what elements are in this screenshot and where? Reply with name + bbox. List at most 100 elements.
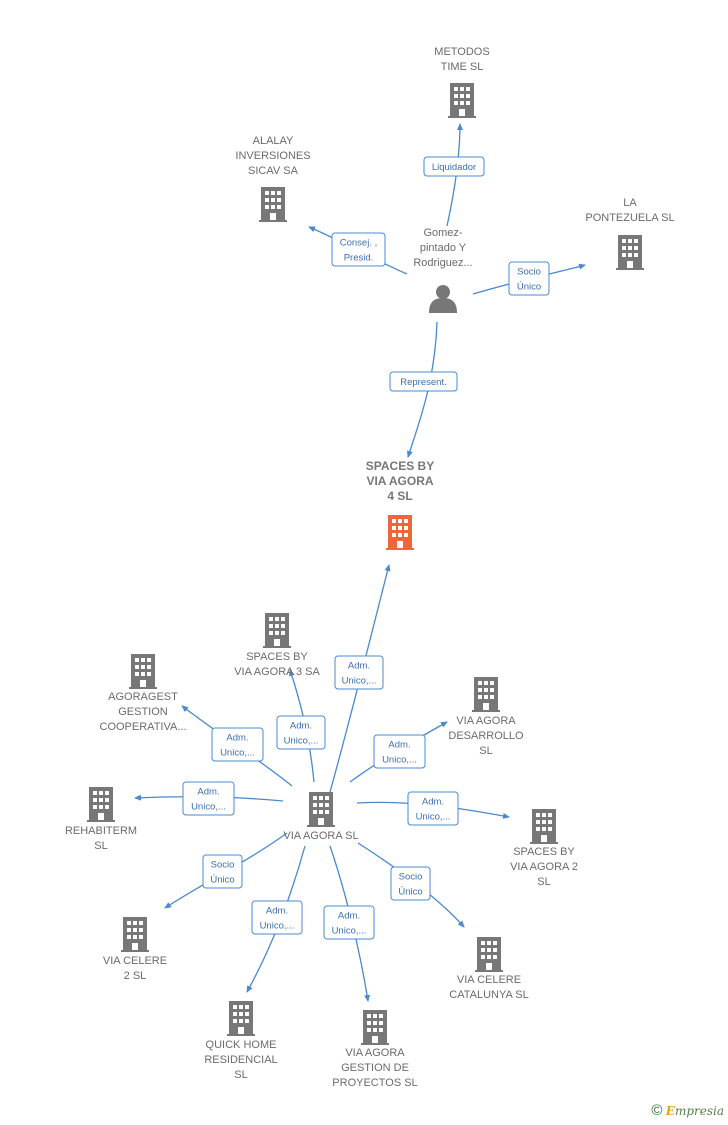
edge-label-line: Único [210, 875, 234, 886]
edge-represent [406, 321, 438, 458]
node-label-line: VIA AGORA SL [283, 830, 358, 842]
edge-label-adm_quickhome[interactable]: Adm.Unico,... [251, 900, 303, 935]
edge-label-line: Unico,... [332, 926, 367, 937]
building-icon [616, 235, 644, 270]
copyright-icon: © [651, 1102, 663, 1119]
node-label-line: SL [537, 876, 550, 888]
building-icon [263, 613, 291, 648]
node-sva2[interactable]: SPACES BY VIA AGORA 2 SL [510, 809, 578, 888]
node-label-line: GESTION DE [341, 1062, 409, 1074]
edge-label-line: Unico,... [191, 802, 226, 813]
edge-label-line: Unico,... [382, 755, 417, 766]
building-icon [87, 787, 115, 822]
edge-label-line: Socio [211, 860, 235, 871]
edge-label-adm_sva3[interactable]: Adm.Unico,... [276, 715, 326, 750]
edge-label-line: Adm. [348, 661, 370, 672]
edge-label-adm_main[interactable]: Adm. Unico,... [334, 655, 384, 690]
node-label-line: VIA CELERE [103, 955, 167, 967]
building-icon [361, 1010, 389, 1045]
edge-label-line: Adm. [388, 740, 410, 751]
node-label-line: Rodriguez... [413, 257, 472, 269]
edge-label-line: Adm. [197, 787, 219, 798]
edge-label-line: Adm. [226, 733, 248, 744]
node-label-line: pintado Y [420, 242, 467, 254]
node-label-line: COOPERATIVA... [100, 721, 187, 733]
node-label-line: SICAV SA [248, 165, 299, 177]
edge-label-line: Socio [517, 267, 541, 278]
node-metodos[interactable]: METODOS TIME SL [434, 46, 490, 118]
edge-label-adm_sva2[interactable]: Adm. Unico,... [407, 791, 459, 826]
node-label-line: TIME SL [441, 61, 484, 73]
node-label-line: CATALUNYA SL [449, 989, 528, 1001]
nodes-layer: METODOS TIME SL ALALAY INVERSIONES SICAV SA G… [65, 46, 675, 1089]
building-icon [227, 1001, 255, 1036]
edge-label-adm_agoragest[interactable]: Adm.Unico,... [211, 727, 264, 762]
edge-label-line: Único [398, 887, 422, 898]
node-label-line: VIA AGORA 2 [510, 861, 578, 873]
building-icon [472, 677, 500, 712]
edge-label-line: Adm. [338, 911, 360, 922]
building-icon [307, 792, 335, 827]
node-celerecat[interactable]: VIA CELERE CATALUNYA SL [449, 937, 529, 1001]
edge-label-line: Consej. , [340, 238, 378, 249]
node-label-line: VIA AGORA [366, 474, 433, 488]
node-label-line: AGORAGEST [108, 691, 178, 703]
edge-label-line: Adm. [422, 797, 444, 808]
node-viaagora[interactable]: VIA AGORA SL [283, 792, 359, 842]
brand-name: Empresia [665, 1104, 724, 1118]
edge-label-liquidador[interactable]: Liquidador [423, 156, 485, 177]
node-label-line: REHABITERM [65, 825, 137, 837]
node-person[interactable]: Gomez-pintado Y Rodriguez... [413, 227, 473, 313]
building-icon [448, 83, 476, 118]
edge-label-consej[interactable]: Consej. , Presid. [331, 232, 386, 267]
edge-label-line: Liquidador [432, 162, 476, 173]
edge-label-adm_gestionproy[interactable]: Adm. Unico,... [323, 905, 375, 940]
node-label-line: SPACES BY [513, 846, 575, 858]
edge-label-line: Presid. [344, 253, 374, 264]
node-label-line: ALALAY [253, 135, 294, 147]
edge-label-line: Represent. [400, 377, 446, 388]
node-label-line: LA [623, 197, 637, 209]
edge-label-adm_desarrollo[interactable]: Adm. Unico,... [373, 734, 426, 769]
node-celere2[interactable]: VIA CELERE 2 SL [103, 917, 167, 982]
node-label-line: METODOS [434, 46, 489, 58]
building-icon [259, 187, 287, 222]
building-icon [530, 809, 558, 844]
node-pontezuela[interactable]: LA PONTEZUELA SL [585, 197, 675, 270]
edge-label-line: Unico,... [342, 676, 377, 687]
edge-label-line: Unico,... [416, 812, 451, 823]
edge-label-line: Adm. [266, 906, 288, 917]
node-label-line: 2 SL [124, 970, 147, 982]
node-label-line: GESTION [118, 706, 168, 718]
edge-label-line: Unico,... [284, 736, 319, 747]
person-icon [429, 285, 457, 313]
building-icon [475, 937, 503, 972]
node-label-line: DESARROLLO [448, 730, 524, 742]
node-label-line: Gomez- [423, 227, 462, 239]
node-alalay[interactable]: ALALAY INVERSIONES SICAV SA [235, 135, 311, 222]
edge-label-adm_rehabiterm[interactable]: Adm. Unico,... [182, 781, 235, 816]
edge-label-line: Socio [399, 872, 423, 883]
node-label-line: VIA CELERE [457, 974, 521, 986]
building-icon [386, 515, 414, 550]
node-agoragest[interactable]: AGORAGEST GESTION COOPERATIVA... [100, 654, 187, 733]
node-label-line: RESIDENCIAL [204, 1054, 277, 1066]
node-label-line: 4 SL [387, 489, 412, 503]
building-icon [121, 917, 149, 952]
node-label-line: INVERSIONES [235, 150, 310, 162]
node-label-line: PONTEZUELA SL [585, 212, 674, 224]
node-label-line: VIA AGORA [456, 715, 516, 727]
edge-label-represent[interactable]: Represent. [389, 371, 458, 392]
node-label-line: SPACES BY [246, 651, 308, 663]
